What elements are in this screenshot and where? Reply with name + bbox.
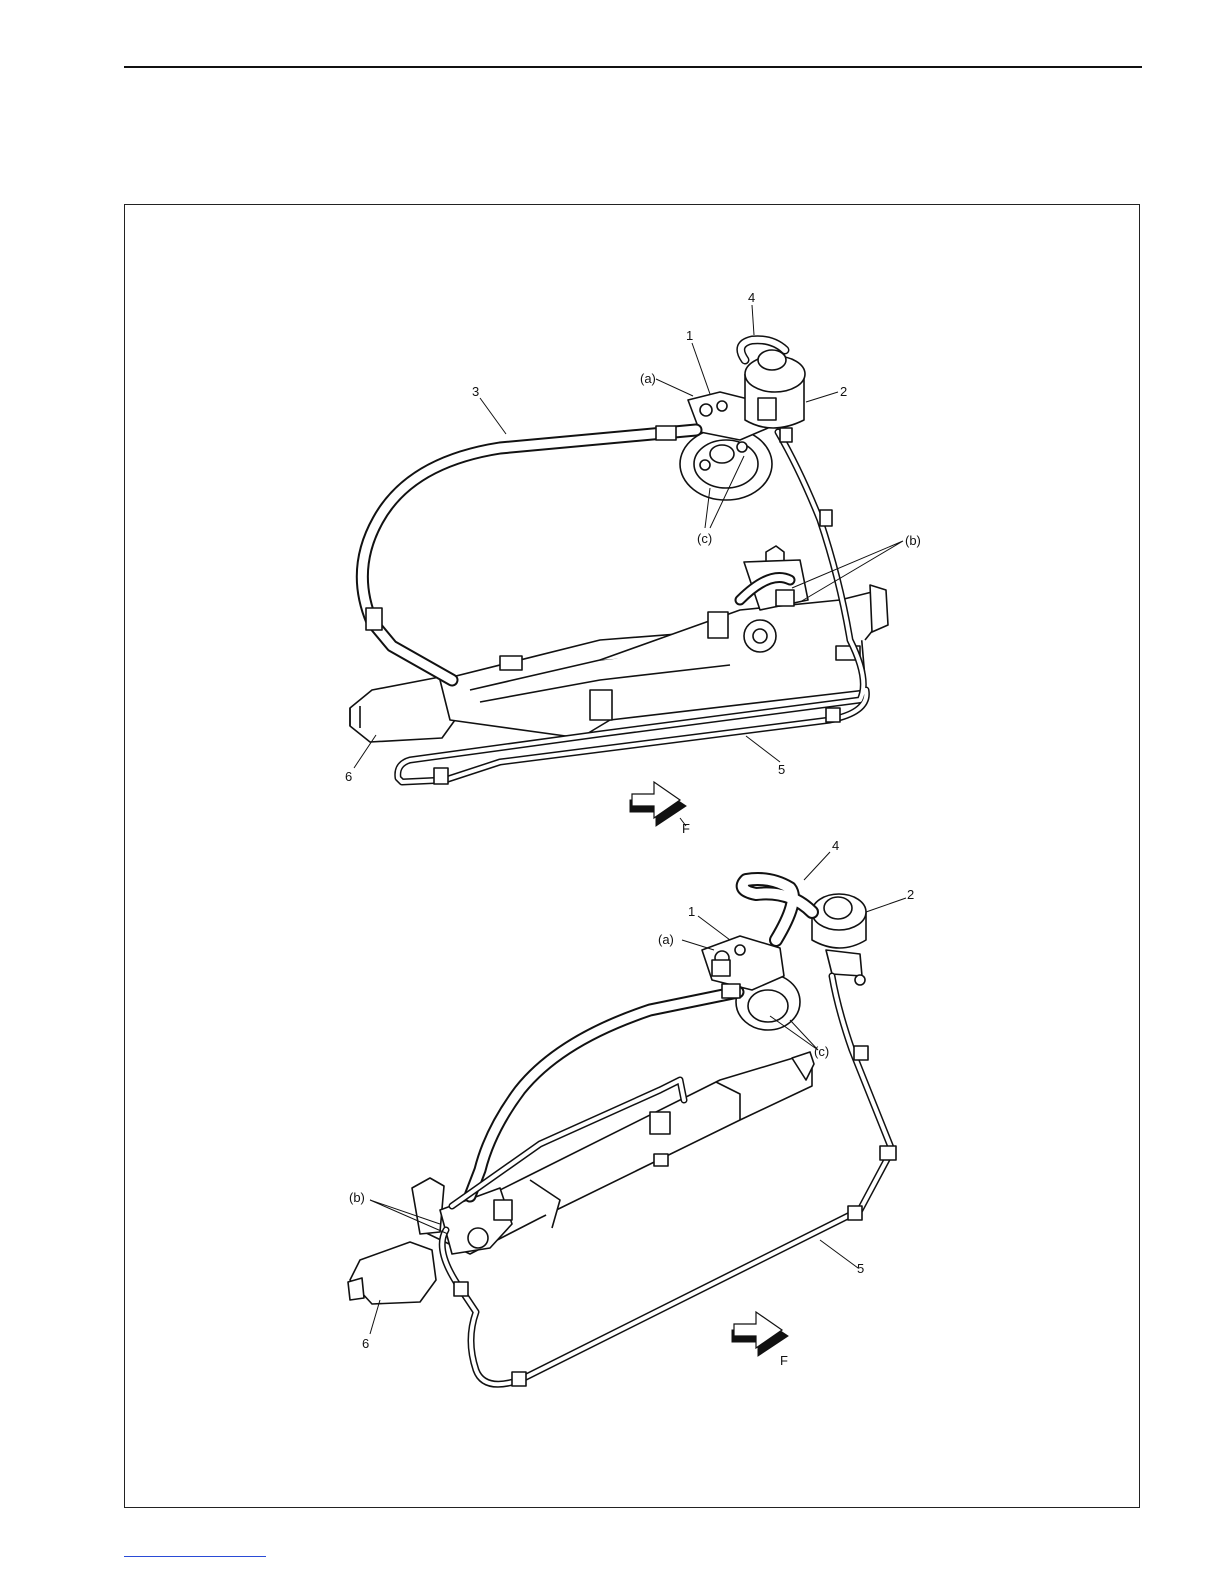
- bottom-callout-6: 6: [362, 1336, 369, 1351]
- top-callout-f: F: [682, 821, 690, 836]
- bottom-callout-4: 4: [832, 838, 839, 853]
- top-reservoir: [745, 350, 805, 428]
- bottom-view: 4 2 1 (a) (c) (b) 5 6 F: [348, 838, 914, 1386]
- top-callout-3: 3: [472, 384, 479, 399]
- bottom-callout-5: 5: [857, 1261, 864, 1276]
- top-callout-2: 2: [840, 384, 847, 399]
- top-callout-a: (a): [640, 371, 656, 386]
- bottom-reservoir: [812, 894, 866, 985]
- bottom-pump: [702, 936, 800, 1030]
- bottom-callout-2: 2: [907, 887, 914, 902]
- top-callout-c: (c): [697, 531, 712, 546]
- bottom-front-arrow-icon: [732, 1312, 788, 1356]
- top-steering-gear: [350, 546, 888, 742]
- bottom-callout-f: F: [780, 1353, 788, 1368]
- top-callout-b: (b): [905, 533, 921, 548]
- top-callout-1: 1: [686, 328, 693, 343]
- top-callout-6: 6: [345, 769, 352, 784]
- top-callout-4: 4: [748, 290, 755, 305]
- bottom-callout-b: (b): [349, 1190, 365, 1205]
- bottom-callout-c: (c): [814, 1044, 829, 1059]
- top-front-arrow-icon: [630, 782, 686, 826]
- bottom-callout-a: (a): [658, 932, 674, 947]
- top-callout-5: 5: [778, 762, 785, 777]
- top-view: 4 1 (a) 3 2 (c) (b) 5 6 F: [345, 290, 921, 836]
- footer-link-rule: [124, 1556, 266, 1557]
- bottom-callout-1: 1: [688, 904, 695, 919]
